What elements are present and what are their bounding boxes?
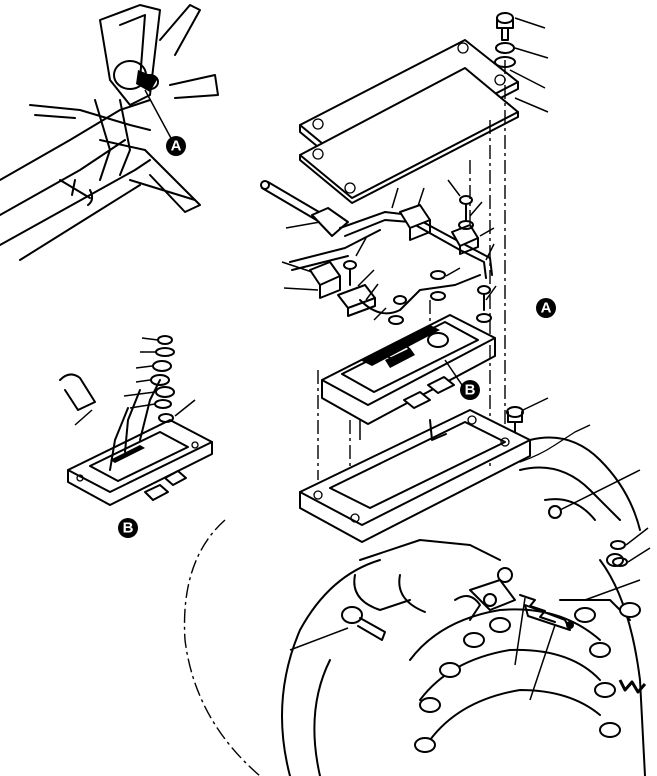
gasket [299,67,519,204]
switch-assembly [321,314,496,425]
vehicle-overview [0,4,219,261]
brackets [309,204,479,317]
cover-screw [494,12,516,68]
leader-wire [574,424,591,433]
switch-housing [299,409,531,543]
svg-text:B: B [123,520,134,537]
linkage-rod [260,180,493,279]
spring-assembly [514,594,574,701]
callout-a-top: A [166,136,186,156]
wire-lead [519,431,576,463]
leader-lines-inset-b [74,337,196,426]
leader-a-top [144,89,173,141]
svg-text:B: B [465,382,476,399]
leader-b-main [444,359,463,386]
hub-bolts [414,553,641,753]
leader-lines-middle [281,179,497,321]
hub-screw [289,606,386,651]
gear-teeth [618,679,647,694]
callout-b-main: B [460,380,480,400]
small-screws-middle [343,195,492,325]
callout-b-inset: B [118,518,138,538]
transmission-housing [183,436,646,776]
right-hardware [559,469,651,601]
svg-text:A: A [171,138,182,155]
callout-a-main: A [536,298,556,318]
inset-b-hardware [150,335,175,423]
leader-lines-top-right [509,17,549,113]
svg-text:A: A [541,300,552,317]
inset-b-detail [59,373,213,506]
